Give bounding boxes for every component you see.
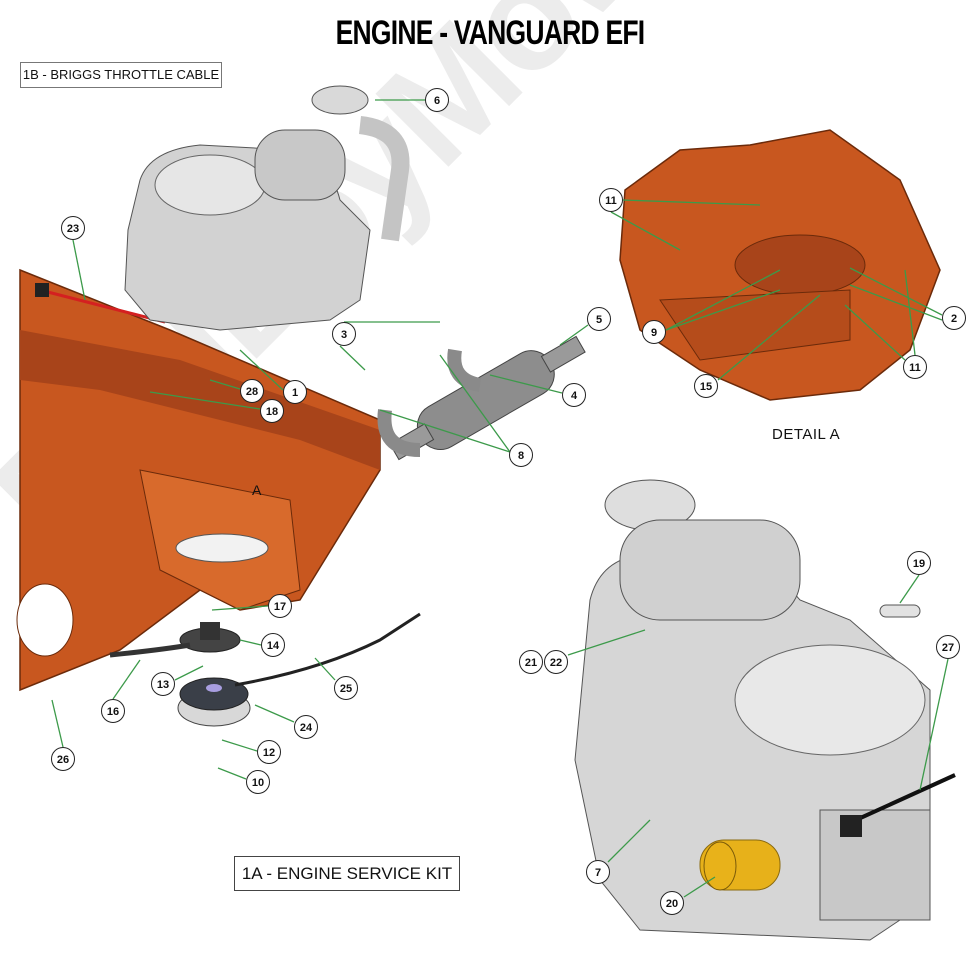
briggs-throttle-cable-kit-label[interactable]: 1B - BRIGGS THROTTLE CABLE (20, 62, 222, 88)
callout-6[interactable]: 6 (425, 88, 449, 112)
callout-23[interactable]: 23 (61, 216, 85, 240)
callout-8[interactable]: 8 (509, 443, 533, 467)
callout-25[interactable]: 25 (334, 676, 358, 700)
callout-20[interactable]: 20 (660, 891, 684, 915)
callout-11-top[interactable]: 11 (599, 188, 623, 212)
callout-16[interactable]: 16 (101, 699, 125, 723)
callout-14[interactable]: 14 (261, 633, 285, 657)
callout-18[interactable]: 18 (260, 399, 284, 423)
callout-5[interactable]: 5 (587, 307, 611, 331)
callout-21[interactable]: 21 (519, 650, 543, 674)
callout-7[interactable]: 7 (586, 860, 610, 884)
callout-2[interactable]: 2 (942, 306, 966, 330)
callout-12[interactable]: 12 (257, 740, 281, 764)
callout-26[interactable]: 26 (51, 747, 75, 771)
callout-4[interactable]: 4 (562, 383, 586, 407)
mower-frame (16, 268, 381, 692)
callout-27[interactable]: 27 (936, 635, 960, 659)
throttle-cable (39, 288, 166, 324)
callout-15[interactable]: 15 (694, 374, 718, 398)
callout-9[interactable]: 9 (642, 320, 666, 344)
callout-3[interactable]: 3 (332, 322, 356, 346)
engine-service-kit-label[interactable]: 1A - ENGINE SERVICE KIT (234, 856, 460, 891)
leader-lines (51, 99, 949, 898)
muffler (377, 335, 586, 461)
engine-top-view (124, 85, 410, 331)
callout-11-bottom[interactable]: 11 (903, 355, 927, 379)
callout-1[interactable]: 1 (283, 380, 307, 404)
callout-13[interactable]: 13 (151, 672, 175, 696)
callout-19[interactable]: 19 (907, 551, 931, 575)
callout-10[interactable]: 10 (246, 770, 270, 794)
engine-side-view (574, 479, 956, 941)
detail-a-label: DETAIL A (772, 426, 841, 443)
callout-17[interactable]: 17 (268, 594, 292, 618)
callout-24[interactable]: 24 (294, 715, 318, 739)
frame-marker-a: A (252, 482, 262, 498)
page-title: ENGINE - VANGUARD EFI (335, 14, 646, 52)
callout-28[interactable]: 28 (240, 379, 264, 403)
detail-a-frame (619, 129, 941, 401)
callout-22[interactable]: 22 (544, 650, 568, 674)
